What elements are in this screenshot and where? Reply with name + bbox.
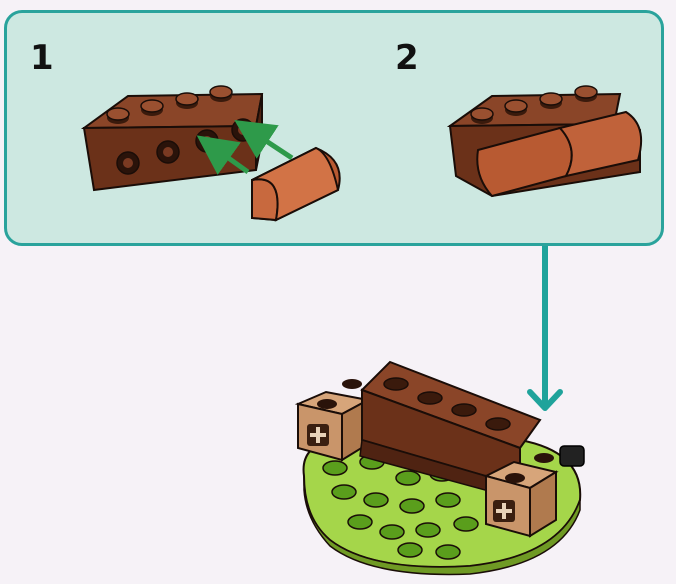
step-number-2: 2 [395,38,419,78]
step2-assembly [446,85,642,198]
baseplate-studs [322,454,479,560]
step2-top-studs [470,85,598,124]
top-studs [106,85,233,124]
push-arrow-icon [196,120,294,175]
cross-axle-icon [493,500,515,522]
right-arm-brick [483,445,585,538]
curved-slope-piece [251,146,341,222]
step1-brick [80,85,264,192]
step-number-1: 1 [30,38,54,78]
connector-arrow-icon [527,246,563,411]
left-arm-brick [294,379,371,462]
cross-axle-icon [307,424,329,446]
sofa-assembly [294,360,585,576]
